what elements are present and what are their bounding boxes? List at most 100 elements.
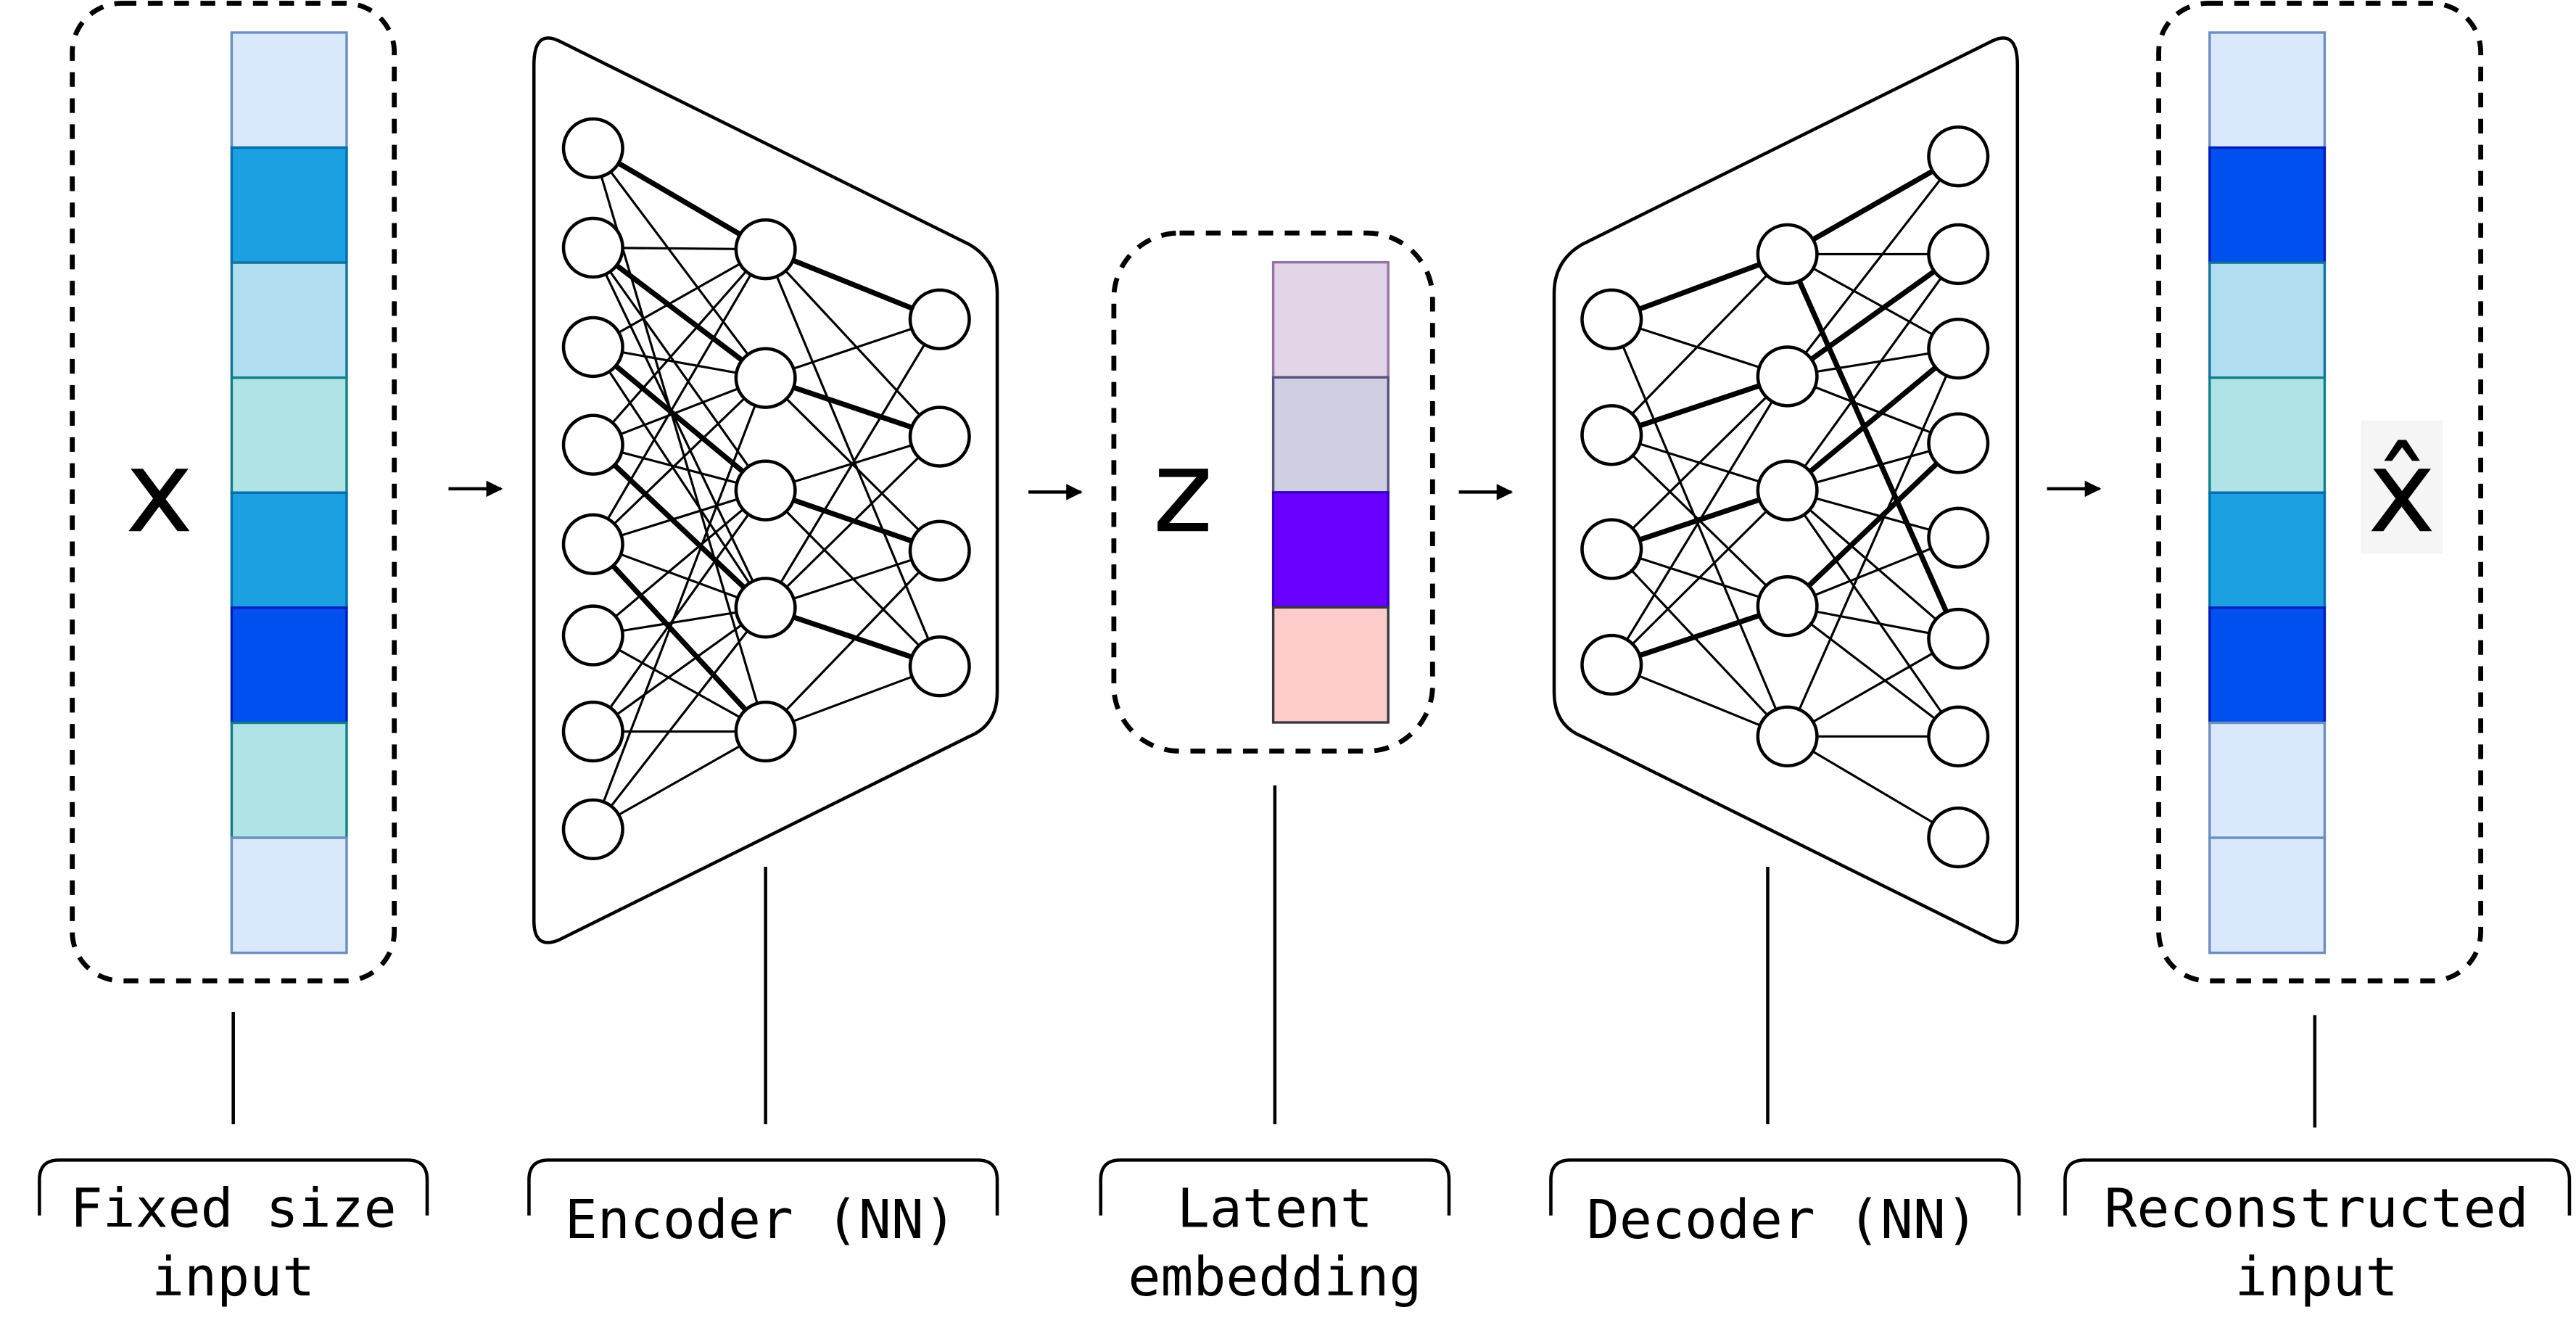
caption-encoder: Encoder (NN) — [565, 1188, 957, 1251]
network-node — [734, 577, 797, 639]
input-group: x — [70, 1, 397, 984]
output-vector-cell — [2208, 836, 2327, 955]
network-edge — [764, 247, 941, 322]
network-node — [1580, 288, 1643, 350]
network-node — [908, 635, 971, 698]
network-edge — [592, 606, 767, 831]
network-edge — [1611, 548, 1788, 738]
network-edge — [1786, 252, 1960, 379]
output-vector — [2208, 31, 2327, 955]
network-edge — [1786, 253, 1960, 350]
network-node — [1756, 345, 1819, 408]
caption-decoder: Decoder (NN) — [1587, 1188, 1978, 1251]
network-edge — [1610, 376, 1789, 666]
network-edge — [592, 490, 767, 733]
network-node — [561, 413, 624, 476]
network-edge — [1611, 664, 1788, 738]
latent-dashed-box — [1111, 230, 1435, 754]
input-vector-cell — [230, 491, 348, 609]
output-dashed-box — [2156, 1, 2484, 984]
network-node — [734, 459, 797, 522]
network-node — [908, 405, 971, 468]
network-node — [1927, 705, 1990, 768]
network-edge — [592, 248, 767, 446]
caption-latent-line2: embedding — [1128, 1245, 1421, 1308]
network-edge — [591, 345, 767, 492]
network-edge — [592, 248, 767, 545]
input-vector — [230, 31, 348, 955]
network-node — [561, 117, 624, 180]
network-edge — [592, 377, 767, 545]
network-edge — [1786, 155, 1960, 377]
bracket-output — [2063, 1158, 2572, 1216]
network-node — [561, 604, 624, 667]
caption-output-line1: Reconstructed — [2105, 1177, 2529, 1240]
input-vector-cell — [230, 146, 348, 264]
connector-lines — [231, 785, 2317, 1128]
network-edge — [1786, 489, 1960, 640]
network-edge — [592, 606, 767, 733]
network-edge — [1610, 318, 1789, 737]
bracket-decoder — [1549, 1158, 2021, 1216]
latent-vector-cell — [1271, 606, 1390, 724]
network-edge — [592, 377, 767, 830]
output-vector-cell — [2208, 146, 2327, 264]
input-vector-cell — [230, 721, 348, 839]
network-node — [734, 347, 797, 409]
network-edge — [591, 542, 768, 734]
output-vector-cell — [2208, 261, 2327, 379]
output-vector-cell — [2208, 491, 2327, 609]
latent-vector-cell — [1271, 260, 1390, 379]
network-edge — [1786, 490, 1960, 738]
network-edge — [592, 634, 767, 733]
output-symbol: x̂ — [2368, 426, 2436, 559]
network-node — [1756, 574, 1819, 638]
network-edge — [764, 550, 941, 733]
network-edge — [1786, 638, 1960, 738]
network-edge — [592, 489, 767, 637]
bracket-latent — [1099, 1158, 1451, 1216]
latent-vector-cell — [1271, 376, 1390, 494]
caption-brackets — [38, 1158, 2572, 1216]
network-edge — [1786, 346, 1960, 492]
output-group: x̂ — [2156, 1, 2484, 984]
latent-vector-cell — [1271, 491, 1390, 609]
latent-group: z — [1111, 230, 1435, 754]
network-node — [1927, 607, 1990, 670]
network-node — [561, 700, 624, 763]
network-edge — [591, 245, 767, 381]
network-edge — [592, 247, 767, 609]
input-vector-cell — [230, 836, 348, 955]
network-edge — [1786, 253, 1960, 492]
network-node — [561, 216, 624, 279]
network-edge — [592, 247, 767, 492]
network-node — [1580, 633, 1643, 696]
input-symbol: x — [125, 426, 194, 559]
network-node — [561, 316, 624, 379]
network-edge — [591, 442, 768, 610]
network-edge — [592, 147, 767, 379]
network-node — [1927, 806, 1990, 869]
output-symbol-bg — [2361, 420, 2443, 554]
network-node — [1927, 125, 1990, 188]
network-edge — [764, 248, 941, 438]
network-edge — [1785, 252, 1961, 640]
input-dashed-box — [70, 1, 397, 984]
network-node — [908, 288, 971, 350]
latent-vector — [1271, 260, 1390, 724]
network-edge — [1610, 252, 1788, 322]
network-edge — [592, 248, 767, 348]
network-node — [1580, 404, 1643, 466]
network-edge — [764, 435, 941, 609]
network-edge — [591, 146, 767, 252]
network-edge — [1611, 490, 1788, 666]
decoder-network — [1552, 36, 2020, 944]
encoder-nodes — [561, 117, 971, 861]
network-edge — [1786, 735, 1960, 838]
caption-output-line2: input — [2235, 1245, 2398, 1308]
network-node — [734, 700, 797, 763]
input-vector-cell — [230, 31, 348, 149]
network-node — [1927, 318, 1990, 380]
caption-input-line2: input — [152, 1245, 315, 1308]
caption-latent-line1: Latent — [1177, 1177, 1373, 1240]
